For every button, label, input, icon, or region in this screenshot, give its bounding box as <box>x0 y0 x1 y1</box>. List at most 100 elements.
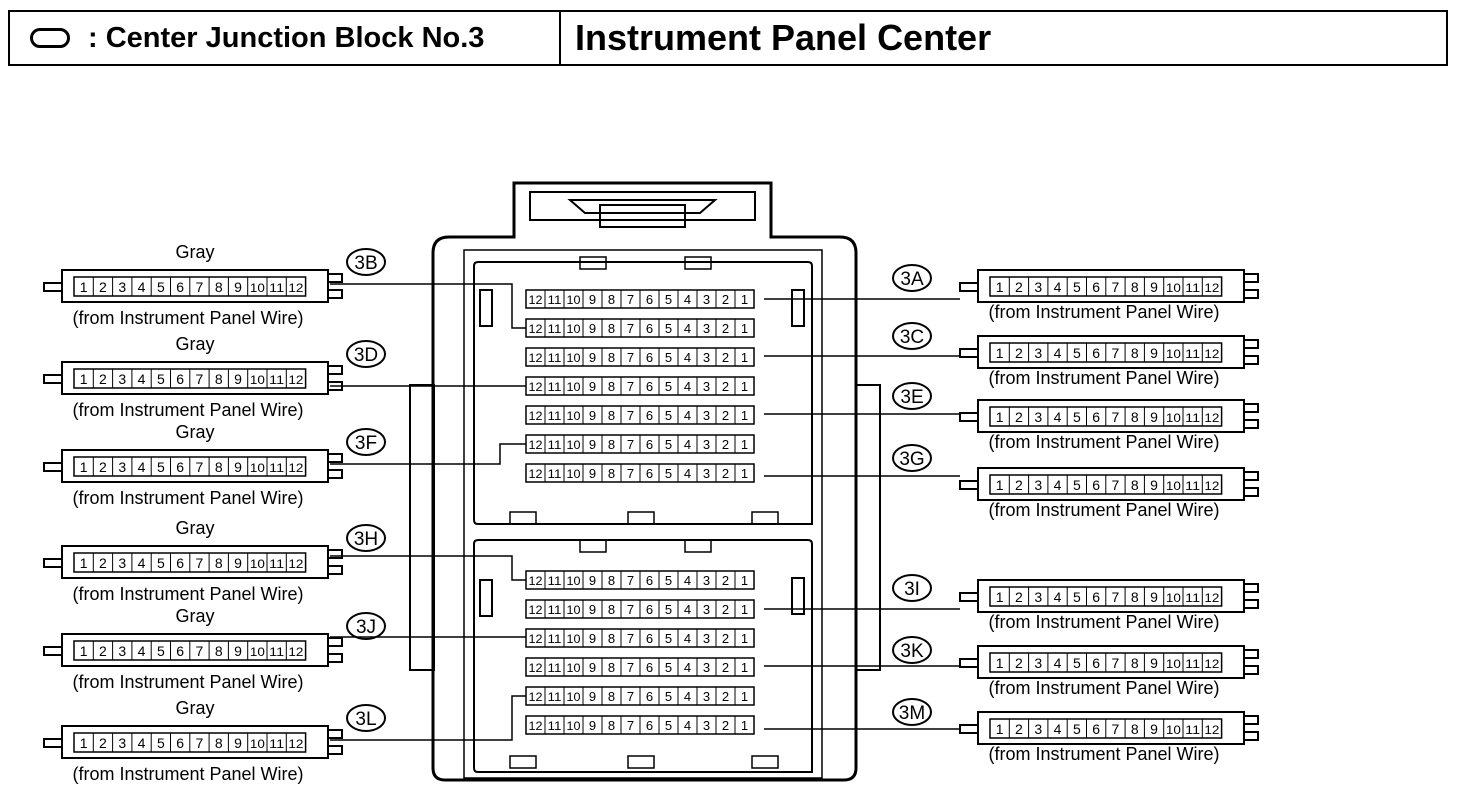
connector-pin-number: 7 <box>1112 409 1120 425</box>
wire-source-label: (from Instrument Panel Wire) <box>72 764 303 784</box>
connector-pin-number: 8 <box>215 735 223 751</box>
connector-right-tab <box>1243 419 1259 429</box>
connector-right-tab <box>1243 355 1259 365</box>
housing-tab <box>579 539 607 553</box>
block-pin-number: 8 <box>608 718 615 733</box>
connector-pin-number: 12 <box>288 461 303 475</box>
block-pin-number: 8 <box>608 292 615 307</box>
connector-id-badge: 3I <box>892 574 932 602</box>
connector-pin-number: 9 <box>234 735 242 751</box>
connector-id-oval <box>892 574 932 602</box>
connector-pin-number: 4 <box>138 735 146 751</box>
connector-pin-number: 8 <box>215 643 223 659</box>
block-pin-number: 3 <box>703 631 710 646</box>
locking-slot <box>791 577 805 615</box>
block-pin-number: 4 <box>684 631 691 646</box>
wire-source-label: (from Instrument Panel Wire) <box>988 744 1219 764</box>
connector-id-oval <box>892 322 932 350</box>
block-pin-number: 12 <box>529 322 543 336</box>
block-pin-number: 9 <box>589 602 596 617</box>
block-pin-number: 10 <box>567 632 581 646</box>
connector-id-label: 3I <box>904 579 920 600</box>
housing-tab <box>579 256 607 270</box>
housing-tab <box>751 511 779 525</box>
connector-pin-number: 5 <box>1073 589 1081 605</box>
connector-pin-number: 8 <box>215 279 223 295</box>
top-latch-tab <box>599 204 686 228</box>
upper-cavity <box>473 261 813 525</box>
block-pin-number: 6 <box>646 379 653 394</box>
block-pin-number: 1 <box>741 292 748 307</box>
connector-right-tab <box>327 289 343 299</box>
block-pin-number: 7 <box>627 379 634 394</box>
connector-pin-number: 1 <box>996 345 1004 361</box>
locking-slot <box>479 289 493 327</box>
connector-pin-number: 2 <box>99 555 107 571</box>
wire-color-label: Gray <box>175 518 214 538</box>
block-pin-number: 11 <box>548 409 562 423</box>
connector-id-oval <box>892 636 932 664</box>
connector-id-badge: 3H <box>346 524 386 552</box>
block-pin-number: 1 <box>741 408 748 423</box>
block-pin-number: 10 <box>567 322 581 336</box>
connector-pin-number: 11 <box>269 645 284 659</box>
connector-pin-number: 3 <box>118 279 126 295</box>
block-pin-number: 1 <box>741 321 748 336</box>
block-pin-number: 5 <box>665 321 672 336</box>
connector-right-tab <box>1243 665 1259 675</box>
block-pin-number: 5 <box>665 379 672 394</box>
block-pin-number: 12 <box>529 574 543 588</box>
connector-pin-number: 11 <box>269 461 284 475</box>
block-pin-number: 11 <box>548 661 562 675</box>
block-pin-number: 4 <box>684 379 691 394</box>
connector-left-latch <box>43 282 63 292</box>
connector-left-latch <box>43 558 63 568</box>
block-pin-number: 9 <box>589 466 596 481</box>
connector-pin-number: 12 <box>1204 411 1219 425</box>
connector-pin-number: 2 <box>99 643 107 659</box>
connector-right-tab <box>1243 649 1259 659</box>
connector-pin-number: 2 <box>1015 589 1023 605</box>
wire-source-label: (from Instrument Panel Wire) <box>988 432 1219 452</box>
connector-pin-number: 8 <box>215 459 223 475</box>
connector-pin-number: 10 <box>1166 723 1181 737</box>
connector-pin-number: 3 <box>118 371 126 387</box>
connector-pin-number: 7 <box>196 643 204 659</box>
connector-pin-number: 9 <box>1150 345 1158 361</box>
connector-pin-number: 11 <box>269 737 284 751</box>
connector-pin-number: 9 <box>1150 409 1158 425</box>
block-pin-number: 10 <box>567 409 581 423</box>
connector-id-label: 3J <box>356 617 376 638</box>
block-pin-number: 2 <box>722 292 729 307</box>
block-pin-number: 1 <box>741 602 748 617</box>
connector-pin-number: 1 <box>80 555 88 571</box>
connector-pin-number: 4 <box>1054 409 1062 425</box>
connector-id-badge: 3F <box>346 428 386 456</box>
block-pin-number: 12 <box>529 661 543 675</box>
block-pin-number: 3 <box>703 573 710 588</box>
connector-pin-number: 11 <box>269 281 284 295</box>
wire-color-label: Gray <box>175 334 214 354</box>
block-pin-number: 9 <box>589 660 596 675</box>
block-pin-number: 7 <box>627 602 634 617</box>
connector-pin-number: 12 <box>288 557 303 571</box>
connector-pin-number: 5 <box>1073 279 1081 295</box>
connector-pin-number: 9 <box>1150 655 1158 671</box>
connector-pin-number: 12 <box>1204 281 1219 295</box>
connector-pin-number: 7 <box>1112 721 1120 737</box>
connector-pin-number: 11 <box>1185 347 1200 361</box>
connector-id-label: 3C <box>900 327 924 348</box>
connector-pin-number: 3 <box>1034 655 1042 671</box>
connector-pin-number: 8 <box>1131 655 1139 671</box>
connector-pin-number: 3 <box>1034 589 1042 605</box>
block-pin-number: 2 <box>722 660 729 675</box>
wire-source-label: (from Instrument Panel Wire) <box>988 678 1219 698</box>
connector-left-latch <box>959 592 979 602</box>
